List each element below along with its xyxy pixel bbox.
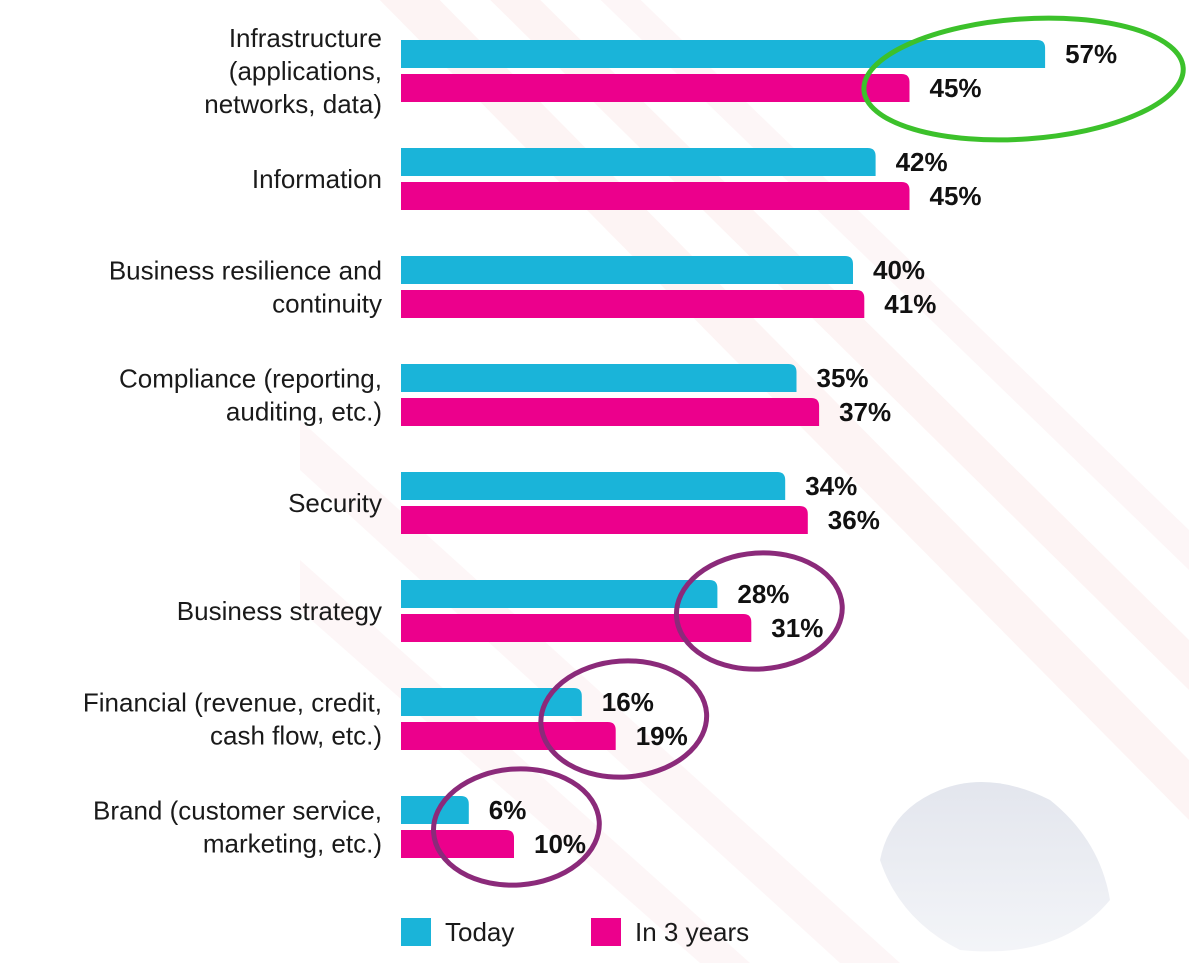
- category-label: continuity: [272, 289, 382, 319]
- bar-today: [401, 796, 469, 824]
- data-label: 16%: [602, 687, 654, 717]
- category-label: Information: [252, 164, 382, 194]
- highlight-ellipse: [673, 550, 845, 672]
- data-label: 42%: [896, 147, 948, 177]
- legend-label: Today: [445, 917, 514, 947]
- bar-today: [401, 256, 853, 284]
- category-labels: Infrastructure(applications,networks, da…: [83, 23, 382, 859]
- bar-in-3-years: [401, 74, 910, 102]
- data-label: 28%: [737, 579, 789, 609]
- data-label: 41%: [884, 289, 936, 319]
- category-label: Business strategy: [177, 596, 382, 626]
- bar-today: [401, 148, 876, 176]
- category-label: Brand (customer service,: [93, 796, 382, 826]
- data-label: 45%: [930, 181, 982, 211]
- highlight-ellipses: [431, 15, 1186, 888]
- highlight-ellipse: [861, 15, 1186, 143]
- highlight-ellipse: [431, 766, 602, 888]
- data-label: 10%: [534, 829, 586, 859]
- value-labels: 57% 45% 42% 45% 40% 41% 35% 37% 34% 36% 28% 31% 16% 1…: [489, 39, 1117, 859]
- highlight-ellipse: [538, 658, 710, 780]
- category-label: (applications,: [229, 56, 382, 86]
- legend-swatch: [401, 918, 431, 946]
- bar-in-3-years: [401, 182, 910, 210]
- data-label: 31%: [771, 613, 823, 643]
- logo-watermark: [880, 782, 1110, 952]
- category-label: Compliance (reporting,: [119, 364, 382, 394]
- data-label: 6%: [489, 795, 527, 825]
- bar-today: [401, 688, 582, 716]
- legend-label: In 3 years: [635, 917, 749, 947]
- data-label: 19%: [636, 721, 688, 751]
- bar-in-3-years: [401, 506, 808, 534]
- data-label: 36%: [828, 505, 880, 535]
- bar-today: [401, 472, 786, 500]
- category-label: Business resilience and: [109, 256, 382, 286]
- category-label: networks, data): [204, 89, 382, 119]
- bar-today: [401, 580, 718, 608]
- bar-in-3-years: [401, 830, 514, 858]
- data-label: 40%: [873, 255, 925, 285]
- bar-in-3-years: [401, 614, 752, 642]
- bar-in-3-years: [401, 398, 820, 426]
- data-label: 45%: [930, 73, 982, 103]
- category-label: cash flow, etc.): [210, 721, 382, 751]
- data-label: 34%: [805, 471, 857, 501]
- bar-in-3-years: [401, 722, 616, 750]
- category-label: Security: [288, 488, 382, 518]
- bar-in-3-years: [401, 290, 865, 318]
- bar-today: [401, 40, 1046, 68]
- data-label: 57%: [1065, 39, 1117, 69]
- category-label: Infrastructure: [229, 23, 382, 53]
- legend: Today In 3 years: [401, 917, 749, 947]
- data-label: 35%: [817, 363, 869, 393]
- legend-swatch: [591, 918, 621, 946]
- data-label: 37%: [839, 397, 891, 427]
- bar-today: [401, 364, 797, 392]
- category-label: marketing, etc.): [203, 829, 382, 859]
- category-label: Financial (revenue, credit,: [83, 688, 382, 718]
- category-label: auditing, etc.): [226, 397, 382, 427]
